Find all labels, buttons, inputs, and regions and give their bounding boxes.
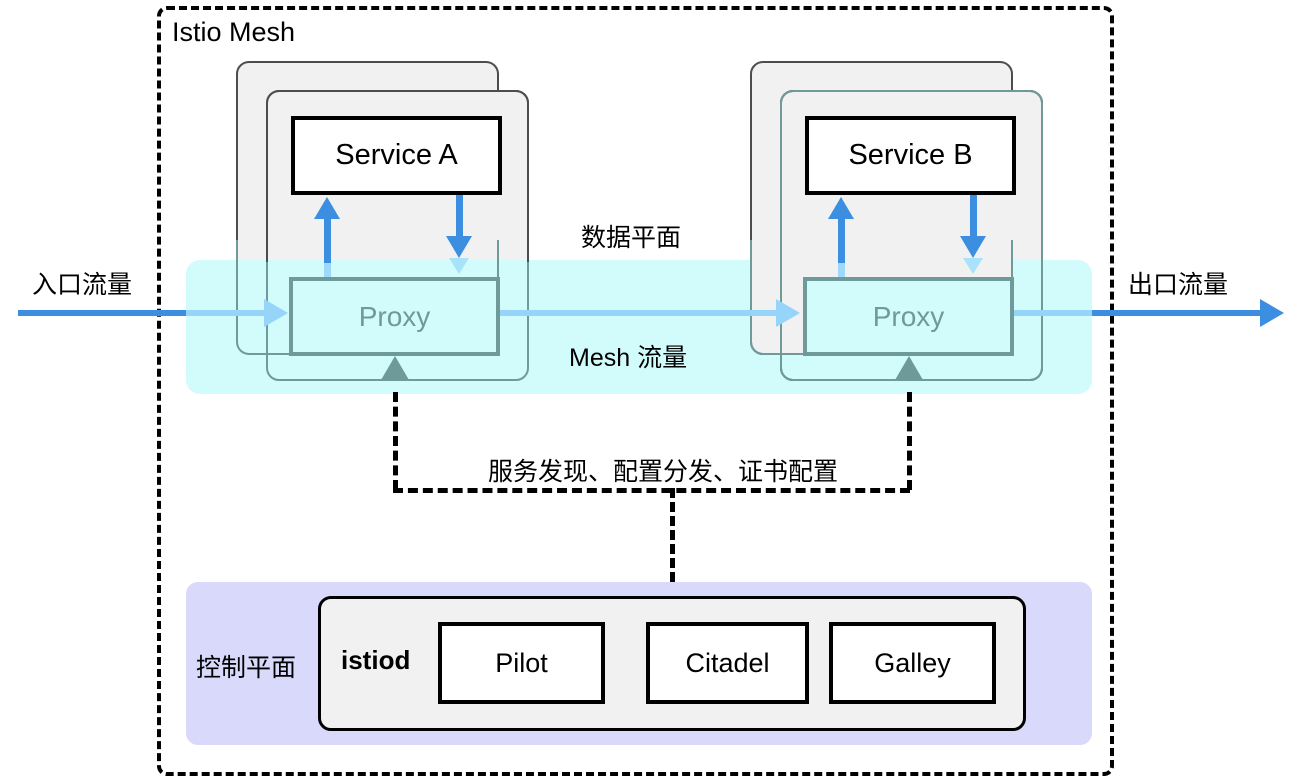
pod-b-down-arrowhead-light-icon	[963, 258, 983, 274]
pod-b-down-arrowhead-icon	[960, 236, 986, 258]
ingress-traffic-line	[18, 310, 188, 316]
control-line-left-vertical	[393, 392, 398, 490]
service-b-box: Service B	[805, 116, 1016, 195]
mesh-traffic-line	[500, 310, 776, 316]
proxy-a-box: Proxy	[289, 277, 500, 356]
ingress-arrowhead-icon	[264, 299, 288, 327]
service-a-box: Service A	[291, 116, 502, 195]
ingress-traffic-line-inner	[186, 310, 264, 316]
pod-a-down-arrowhead-icon	[446, 236, 472, 258]
service-a-label: Service A	[335, 139, 458, 171]
pod-a-front-border-top	[266, 90, 529, 262]
mesh-title: Istio Mesh	[172, 17, 296, 47]
istiod-label: istiod	[341, 645, 411, 675]
control-line-right-vertical	[907, 392, 912, 490]
proxy-b-box: Proxy	[803, 277, 1014, 356]
pod-b-up-arrowhead-icon	[828, 197, 854, 219]
mesh-traffic-arrowhead-icon	[776, 299, 800, 327]
proxy-a-control-arrowhead-icon	[381, 356, 409, 380]
egress-traffic-line-inner	[1014, 310, 1092, 316]
istio-mesh-boundary	[157, 6, 1114, 776]
pod-a-up-line	[324, 218, 331, 263]
ingress-traffic-label: 入口流量	[32, 271, 133, 299]
control-plane-label: 控制平面	[196, 654, 297, 682]
egress-traffic-line	[1092, 310, 1260, 316]
pod-a-up-arrowhead-icon	[314, 197, 340, 219]
service-b-label: Service B	[848, 139, 973, 171]
control-line-horizontal	[393, 488, 910, 493]
mesh-traffic-label: Mesh 流量	[569, 344, 688, 372]
control-line-to-istiod	[670, 488, 675, 596]
galley-label: Galley	[874, 647, 951, 678]
egress-traffic-label: 出口流量	[1128, 271, 1229, 299]
pod-b-up-line-light	[838, 260, 845, 280]
citadel-box: Citadel	[646, 622, 809, 704]
citadel-label: Citadel	[685, 647, 770, 678]
pilot-label: Pilot	[495, 647, 548, 678]
proxy-a-label: Proxy	[358, 300, 431, 332]
data-plane-label: 数据平面	[581, 224, 682, 252]
pod-a-down-line	[456, 195, 463, 238]
pod-a-down-arrowhead-light-icon	[449, 258, 469, 274]
pod-a-up-line-light	[324, 260, 331, 280]
proxy-b-control-arrowhead-icon	[895, 356, 923, 380]
pod-b-up-line	[838, 218, 845, 263]
pod-b-down-line	[970, 195, 977, 238]
control-flow-label: 服务发现、配置分发、证书配置	[484, 452, 843, 488]
pod-b-front-border	[780, 90, 1043, 381]
galley-box: Galley	[829, 622, 996, 704]
pilot-box: Pilot	[438, 622, 605, 704]
proxy-b-label: Proxy	[872, 300, 945, 332]
egress-arrowhead-icon	[1260, 299, 1284, 327]
